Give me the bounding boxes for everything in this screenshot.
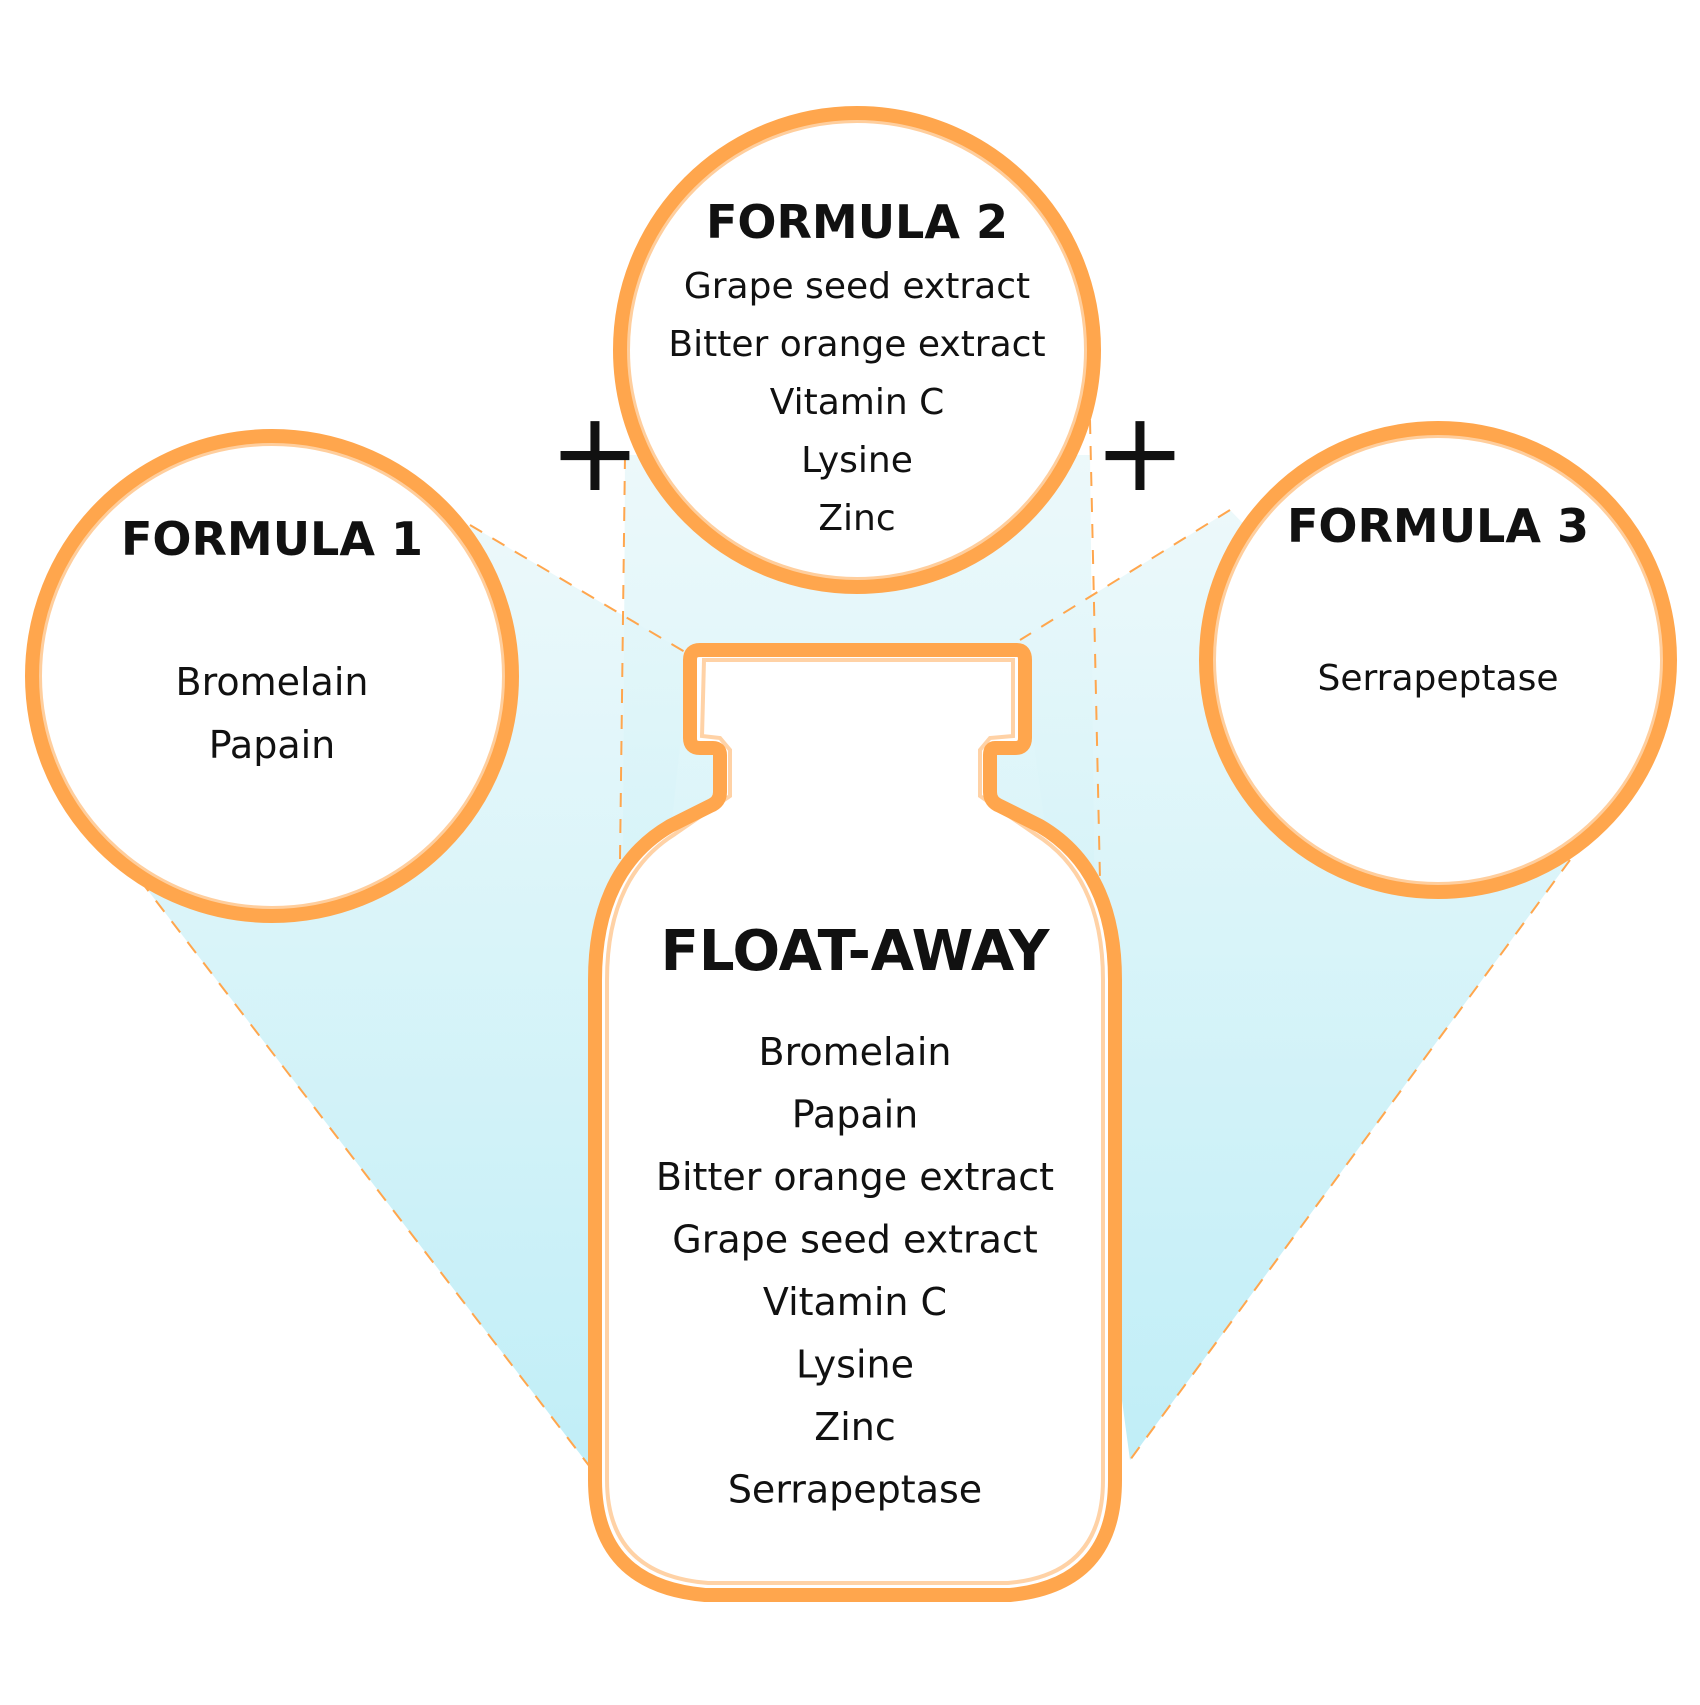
ingredient-item: Vitamin C — [770, 382, 944, 423]
formula-3-title: FORMULA 3 — [1287, 499, 1589, 553]
plus-right: + — [1094, 388, 1186, 516]
ingredient-item: Zinc — [814, 1405, 896, 1449]
ingredient-item: Papain — [792, 1093, 919, 1137]
formula-1-title: FORMULA 1 — [121, 512, 423, 566]
beam-edge — [469, 524, 691, 656]
ingredient-item: Bitter orange extract — [656, 1155, 1054, 1199]
ingredient-item: Lysine — [801, 440, 913, 481]
ingredient-item: Grape seed extract — [684, 266, 1030, 307]
formula-2-inner-stroke — [626, 119, 1088, 581]
formula-2-title: FORMULA 2 — [706, 195, 1008, 249]
ingredient-item: Bromelain — [759, 1030, 952, 1074]
formula-1-outline — [25, 429, 519, 923]
formula-3-outline — [1199, 421, 1677, 899]
ingredient-item: Zinc — [818, 498, 895, 539]
ingredient-item: Serrapeptase — [1318, 658, 1559, 699]
product-title: FLOAT-AWAY — [661, 919, 1051, 984]
formula-1-inner-stroke — [38, 442, 506, 910]
ingredient-item: Bromelain — [176, 660, 369, 704]
beam-edge — [139, 879, 601, 1481]
formula-3-ingredients: Serrapeptase — [1318, 658, 1559, 699]
bottle-inner-stroke — [605, 658, 1105, 1585]
ingredient-item: Lysine — [796, 1343, 914, 1387]
beam-edge — [1129, 859, 1571, 1461]
bottle-outline — [588, 643, 1122, 1602]
formula-3-circle: FORMULA 3 Serrapeptase — [1199, 421, 1677, 899]
ingredient-item: Grape seed extract — [672, 1218, 1038, 1262]
ingredient-item: Vitamin C — [763, 1280, 947, 1324]
ingredient-item: Bitter orange extract — [668, 324, 1045, 365]
ingredient-item: Papain — [209, 723, 336, 767]
ingredient-item: Serrapeptase — [728, 1468, 982, 1512]
formula-2-outline — [613, 106, 1101, 594]
formula-3-inner-stroke — [1212, 434, 1664, 886]
beam-dashed-edges — [139, 419, 1571, 1481]
